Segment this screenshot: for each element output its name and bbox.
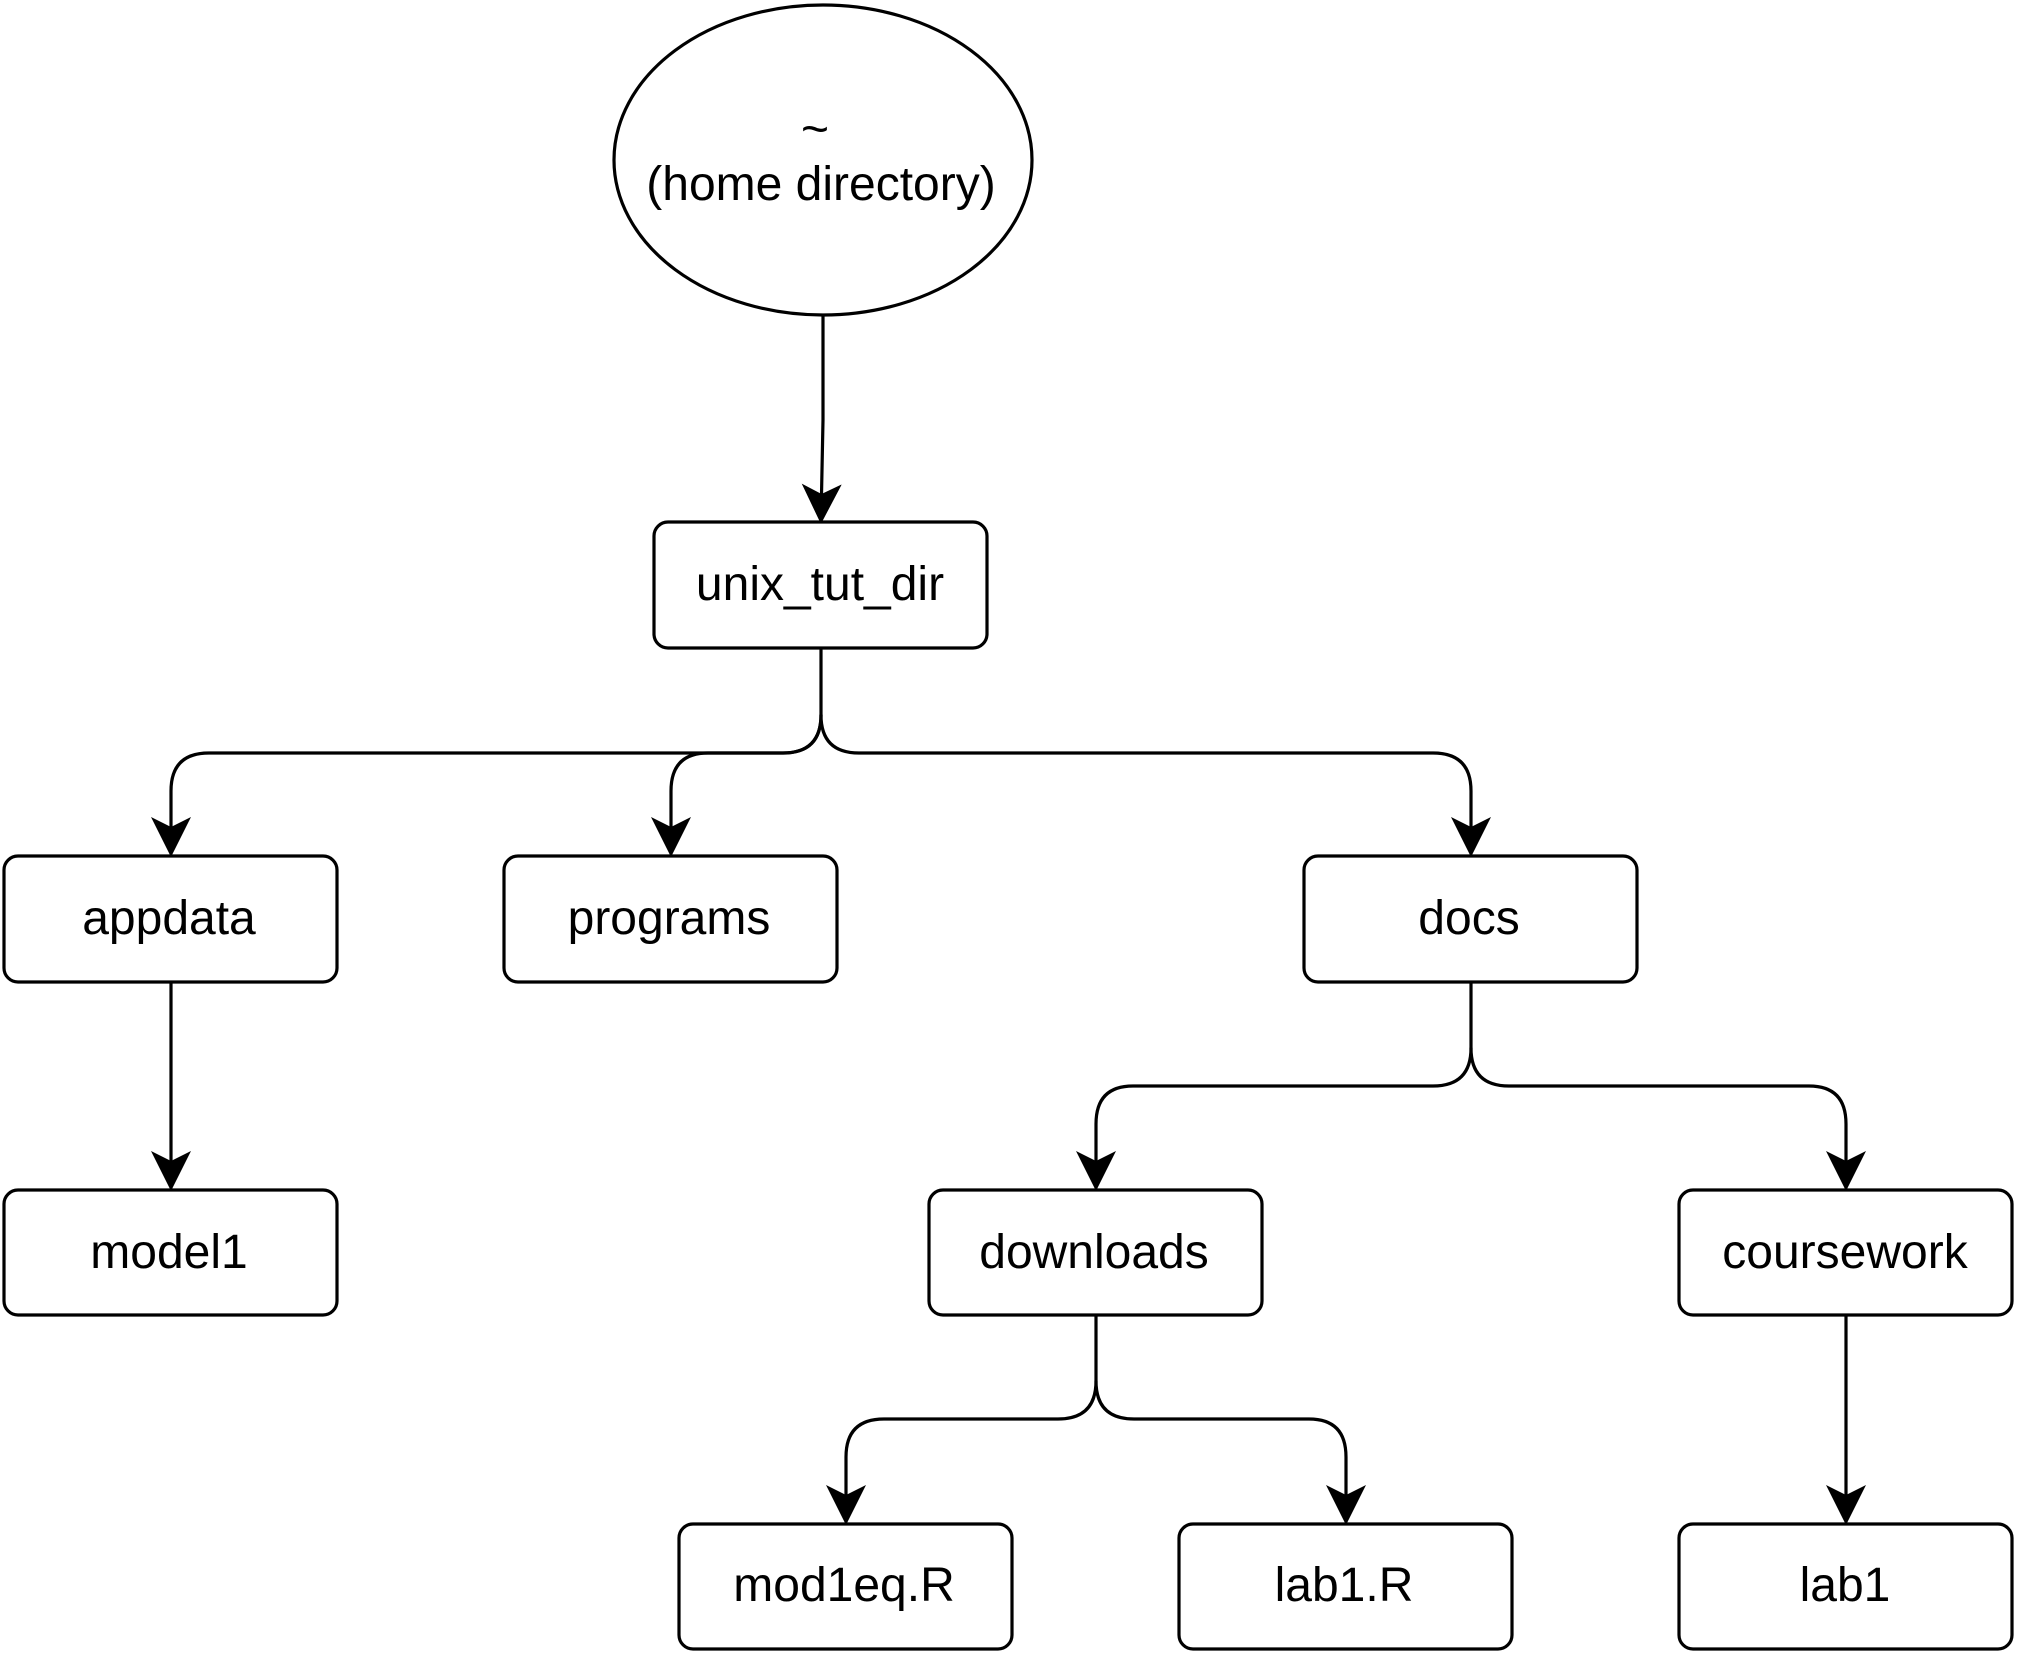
edge-docs-to-downloads (1076, 981, 1473, 1191)
node-docs-label: docs (1418, 892, 1519, 945)
home-directory-ellipse (612, 3, 1034, 317)
node-appdata: appdata (2, 854, 339, 984)
node-model1-label: model1 (90, 1226, 247, 1279)
node-model1: model1 (2, 1188, 339, 1317)
node-unix-tut-dir-label: unix_tut_dir (696, 558, 944, 611)
node-appdata-label: appdata (82, 892, 256, 945)
node-lab1: lab1 (1677, 1522, 2014, 1651)
edge-home-to-unix-tut-dir (801, 313, 842, 524)
home-directory-caption: (home directory) (646, 158, 995, 211)
connectors (151, 313, 1866, 1525)
home-tilde-label: ~ (801, 103, 829, 156)
home-directory-node: ~ (home directory) (612, 3, 1034, 317)
node-docs: docs (1302, 854, 1639, 984)
node-lab1r-label: lab1.R (1275, 1559, 1414, 1612)
node-programs-label: programs (568, 892, 771, 945)
edge-downloads-to-lab1r (1094, 1379, 1366, 1525)
node-mod1eq-label: mod1eq.R (733, 1559, 954, 1612)
node-lab1-label: lab1 (1800, 1559, 1891, 1612)
edge-unix-tut-dir-to-docs (819, 713, 1491, 857)
node-mod1eq: mod1eq.R (677, 1522, 1014, 1651)
node-downloads-label: downloads (979, 1226, 1209, 1279)
node-downloads: downloads (927, 1188, 1264, 1317)
node-coursework: coursework (1677, 1188, 2014, 1317)
edge-unix-tut-dir-to-programs (651, 713, 823, 857)
node-coursework-label: coursework (1722, 1226, 1968, 1279)
node-lab1r: lab1.R (1177, 1522, 1514, 1651)
node-programs: programs (502, 854, 839, 984)
edge-docs-to-coursework (1469, 1046, 1866, 1191)
node-unix-tut-dir: unix_tut_dir (652, 520, 989, 650)
edge-downloads-to-mod1eq (826, 1314, 1098, 1525)
